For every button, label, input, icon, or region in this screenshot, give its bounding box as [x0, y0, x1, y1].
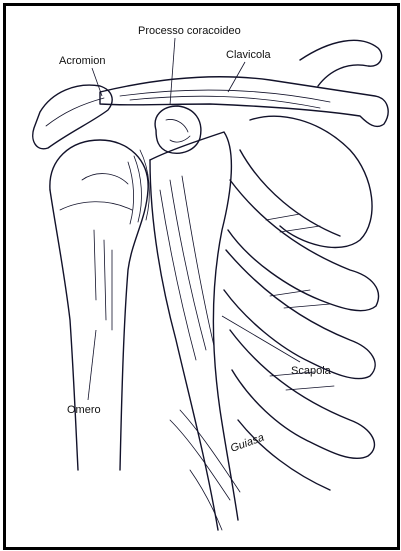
leader-omero: [88, 330, 96, 400]
artist-signature: Guiasa: [229, 432, 266, 455]
ribs: [224, 40, 382, 490]
clavicle: [100, 77, 388, 127]
label-acromion: Acromion: [59, 55, 105, 67]
coracoid-process: [155, 106, 201, 153]
leader-processo: [170, 38, 175, 105]
scapula: [150, 132, 238, 530]
label-omero: Omero: [67, 404, 101, 416]
label-clavicola: Clavicola: [226, 49, 272, 61]
label-scapola: Scapola: [291, 365, 332, 377]
label-processo-coracoideo: Processo coracoideo: [138, 25, 241, 37]
shoulder-joint: [128, 150, 149, 224]
leader-scapola: [222, 316, 300, 362]
